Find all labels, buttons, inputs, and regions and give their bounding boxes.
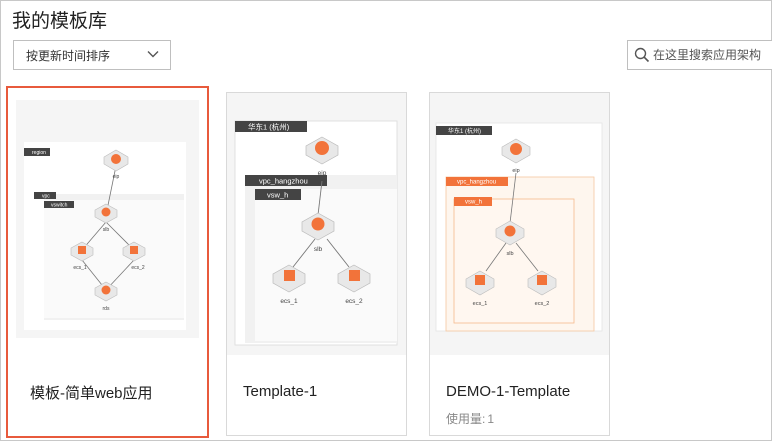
chevron-down-icon xyxy=(146,47,160,64)
region-tag xyxy=(235,121,307,132)
node-label: eip xyxy=(113,174,120,180)
search-icon xyxy=(634,47,650,63)
search-box[interactable] xyxy=(627,40,772,70)
region-label: 华东1 (杭州) xyxy=(448,127,481,135)
vpc-label: vpc_hangzhou xyxy=(259,177,308,186)
node-label: ecs_2 xyxy=(131,265,145,271)
eip-node-icon xyxy=(103,149,129,172)
node-label: ecs_2 xyxy=(345,298,363,305)
vswitch-tag xyxy=(454,197,492,206)
slb-node-icon xyxy=(495,220,525,246)
node-label: eip xyxy=(512,168,519,174)
region-tag xyxy=(436,126,492,135)
vswitch-tag xyxy=(44,201,74,208)
vpc-label: vpc_hangzhou xyxy=(457,180,496,186)
template-title: DEMO-1-Template xyxy=(446,383,571,400)
usage-count: 使用量:1 xyxy=(446,410,494,427)
node-label: ecs_1 xyxy=(280,298,298,305)
region-label: 华东1 (杭州) xyxy=(248,122,290,132)
node-label: eip xyxy=(318,170,327,177)
vpc-tag xyxy=(34,192,56,199)
region-tag xyxy=(24,148,50,156)
template-card[interactable]: 华东1 (杭州) vpc_hangzhou vsw_h eip slb xyxy=(226,92,407,436)
slb-node-icon xyxy=(301,212,335,241)
template-thumbnail: region vpc vswitch eip slb xyxy=(16,100,199,338)
template-thumbnail: 华东1 (杭州) vpc_hangzhou vsw_h eip slb xyxy=(430,93,609,355)
node-label: slb xyxy=(506,251,513,257)
rds-node-icon xyxy=(94,281,118,302)
node-label: slb xyxy=(314,246,323,253)
eip-node-icon xyxy=(501,138,531,164)
ecs-node-icon xyxy=(337,264,371,293)
vswitch-label: vsw_h xyxy=(267,191,288,200)
usage-value: 1 xyxy=(487,412,495,426)
usage-label: 使用量: xyxy=(446,412,486,426)
template-title: 模板-简单web应用 xyxy=(30,385,153,402)
sort-selected-value: 按更新时间排序 xyxy=(26,48,111,63)
search-input[interactable] xyxy=(653,48,765,62)
eip-node-icon xyxy=(305,136,339,165)
node-label: rds xyxy=(103,306,110,312)
node-label: ecs_1 xyxy=(473,301,488,307)
template-title: Template-1 xyxy=(243,383,318,400)
node-label: slb xyxy=(103,227,110,233)
ecs-node-icon xyxy=(122,241,146,262)
ecs-node-icon xyxy=(272,264,306,293)
ecs-node-icon xyxy=(465,270,495,296)
template-thumbnail: 华东1 (杭州) vpc_hangzhou vsw_h eip slb xyxy=(227,93,406,355)
node-label: ecs_1 xyxy=(73,265,87,271)
template-card[interactable]: 华东1 (杭州) vpc_hangzhou vsw_h eip slb xyxy=(429,92,610,436)
vpc-label: vpc xyxy=(42,194,50,200)
page-title: 我的模板库 xyxy=(12,11,108,32)
vpc-tag xyxy=(446,177,508,186)
vswitch-label: vsw_h xyxy=(465,200,482,206)
template-card[interactable]: region vpc vswitch eip slb xyxy=(6,86,209,438)
slb-node-icon xyxy=(94,203,118,224)
node-label: ecs_2 xyxy=(535,301,550,307)
sort-dropdown[interactable]: 按更新时间排序 xyxy=(13,40,171,70)
vswitch-label: vswitch xyxy=(51,203,68,209)
ecs-node-icon xyxy=(527,270,557,296)
ecs-node-icon xyxy=(70,241,94,262)
region-label: region xyxy=(32,150,46,156)
vpc-tag xyxy=(245,175,327,186)
vswitch-tag xyxy=(255,189,301,200)
